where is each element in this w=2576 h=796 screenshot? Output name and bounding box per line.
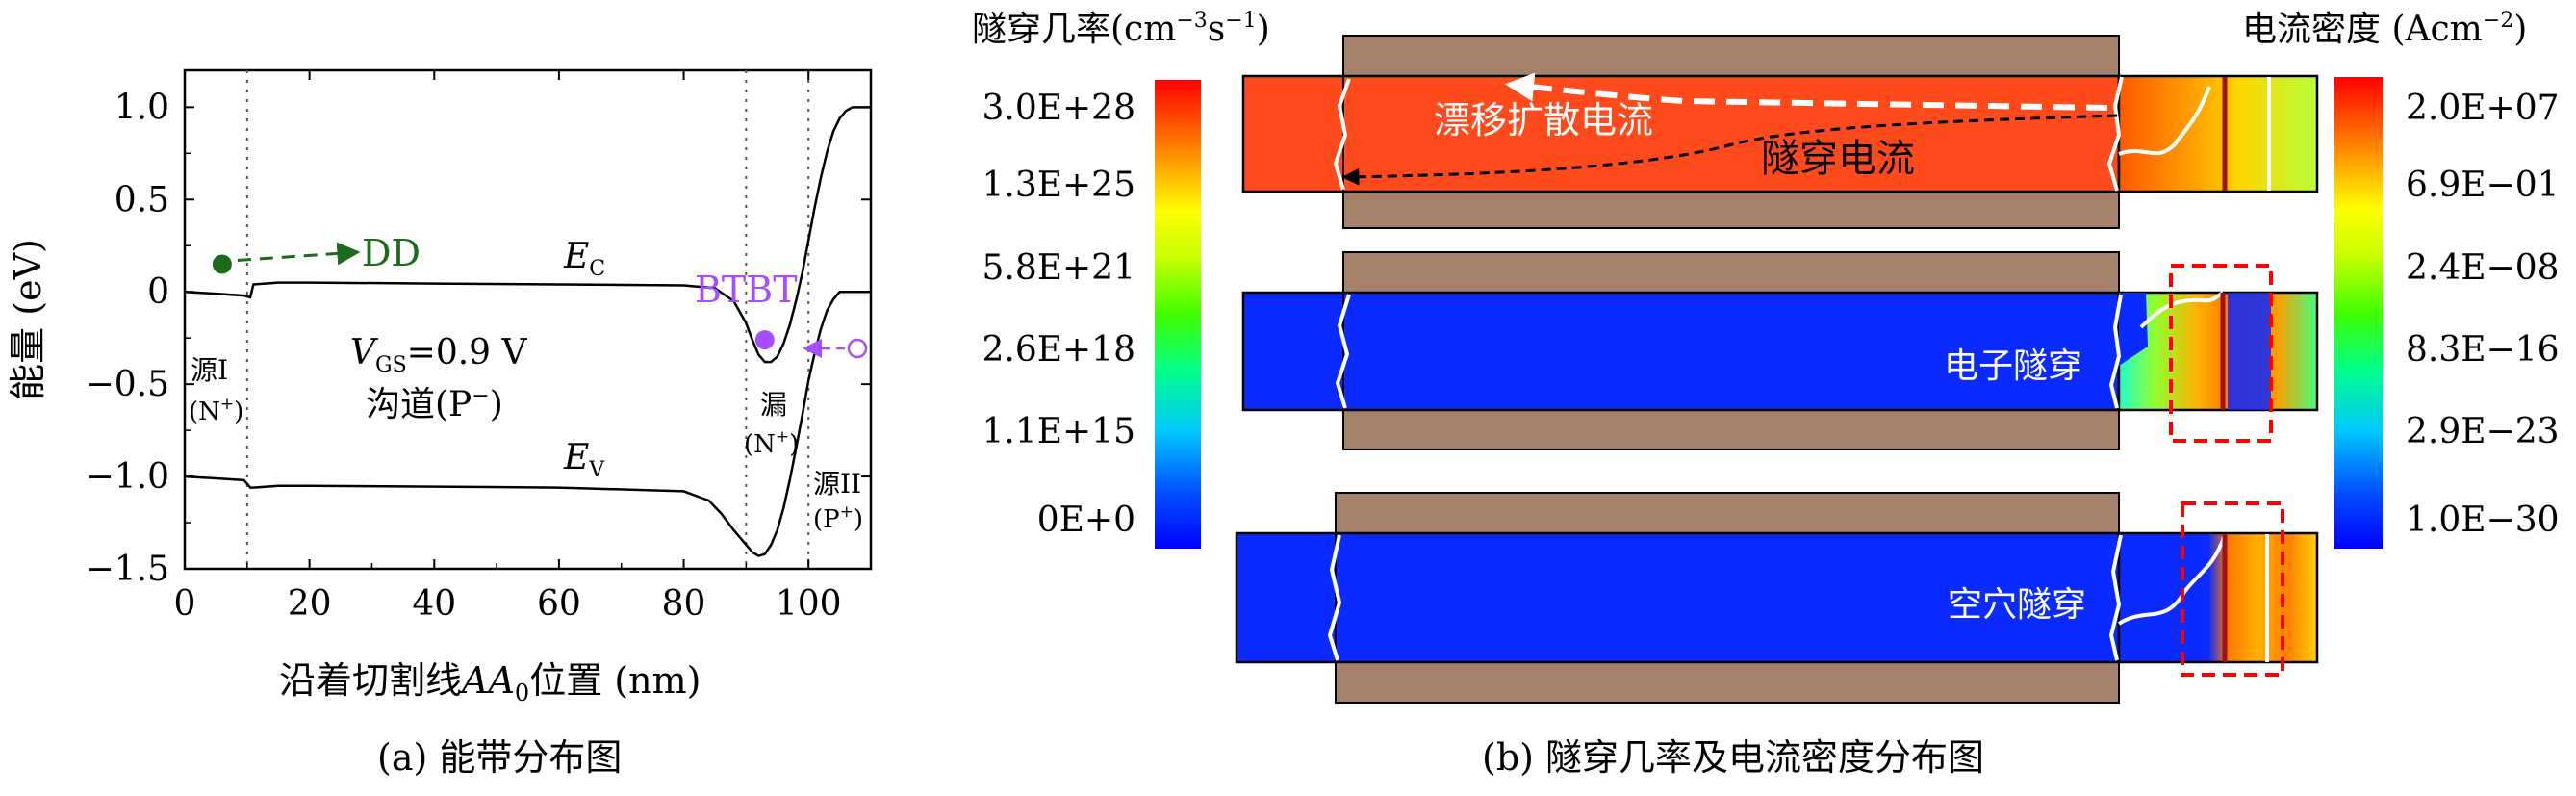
- ec-label: EC: [563, 237, 605, 281]
- bottom-gate: [1342, 189, 2120, 229]
- btbt-label: BTBT: [695, 269, 798, 311]
- device-electron-tunneling: 电子隧穿: [1241, 251, 2319, 450]
- tunnel-path: [2139, 291, 2225, 329]
- band-line-ec: [184, 106, 871, 364]
- dd-arrow: [237, 242, 361, 266]
- btbt-hole-circle: [847, 338, 868, 359]
- panel-a-caption: (a) 能带分布图: [377, 736, 622, 779]
- ev-label: EV: [563, 438, 605, 482]
- y-tick-label: −1.0: [86, 457, 169, 497]
- drain-type: (N+): [744, 427, 799, 459]
- y-tick-label: 0.5: [115, 180, 169, 219]
- left-colorbar: [1155, 80, 1201, 549]
- source2-type: (P+): [813, 502, 863, 534]
- right-tick-1: 6.9E−01: [2406, 166, 2560, 205]
- y-tick-label: 1.0: [115, 88, 169, 127]
- highlight-box: [2169, 264, 2273, 443]
- junction-line: [1335, 294, 1351, 409]
- dd-label: DD: [362, 232, 421, 274]
- band-line-ev: [184, 290, 871, 557]
- left-tick-2: 5.8E+21: [982, 248, 1135, 288]
- left-tick-3: 2.6E+18: [982, 330, 1135, 370]
- x-tick-label: 60: [537, 584, 581, 624]
- tunnel-current-arrow: [1341, 114, 2118, 186]
- left-colorbar-title: 隧穿几率(cm−3s−1): [972, 9, 1270, 49]
- drain-region: [2117, 291, 2319, 412]
- junction-line-right: [2108, 534, 2123, 661]
- left-tick-5: 0E+0: [1037, 501, 1135, 540]
- tunnel-label: 隧穿电流: [1761, 137, 1915, 181]
- right-colorbar-title: 电流密度 (Acm−2): [2242, 9, 2527, 49]
- source1-label: 源I: [191, 354, 228, 386]
- right-tick-5: 1.0E−30: [2406, 501, 2560, 540]
- axis-ticks: 0 20 40 60 80 100 1.0 0.5 0 −0.5 −1.0 −1.5: [86, 70, 872, 624]
- electron-tunnel-label: 电子隧穿: [1944, 347, 2082, 386]
- source2-label: 源II: [813, 468, 861, 500]
- drain-region: [2117, 74, 2319, 193]
- vgs-label: VGS=0.9 V: [350, 333, 528, 377]
- drift-label: 漂移扩散电流: [1434, 99, 1653, 141]
- x-tick-label: 0: [174, 584, 196, 624]
- y-tick-label: −0.5: [86, 365, 169, 404]
- channel-label: 沟道(P−): [366, 384, 503, 424]
- band-curves: [184, 106, 871, 557]
- drain-label: 漏: [760, 389, 787, 421]
- plot-frame: [183, 68, 873, 571]
- bottom-gate: [1335, 661, 2120, 704]
- y-tick-label: −1.5: [86, 550, 169, 589]
- right-colorbar: [2334, 77, 2383, 549]
- tunnel-path: [2118, 86, 2211, 156]
- x-tick-label: 100: [776, 584, 842, 624]
- drift-current-arrow: [1505, 72, 2108, 111]
- channel-region: [1235, 531, 2121, 664]
- y-axis-label: 能量 (eV): [7, 239, 49, 400]
- blue-notch: [2119, 293, 2148, 366]
- tunneling-panel: 隧穿几率(cm−3s−1) 3.0E+28 1.3E+25 5.8E+21 2.…: [972, 9, 2560, 779]
- bottom-gate: [1342, 408, 2120, 450]
- left-tick-1: 1.3E+25: [982, 166, 1135, 205]
- channel-region: [1241, 74, 2121, 193]
- highlight-box: [2181, 501, 2284, 677]
- right-tick-2: 2.4E−08: [2406, 248, 2560, 288]
- left-colorbar-ticks: 3.0E+28 1.3E+25 5.8E+21 2.6E+18 1.1E+15 …: [982, 89, 1135, 540]
- right-tick-3: 8.3E−16: [2406, 330, 2560, 370]
- btbt-point: [754, 330, 775, 350]
- dd-point: [212, 254, 232, 274]
- right-tick-4: 2.9E−23: [2406, 412, 2560, 451]
- y-tick-label: 0: [147, 272, 169, 312]
- right-tick-0: 2.0E+07: [2406, 89, 2560, 128]
- source1-type: (N+): [189, 395, 243, 426]
- junction-line-right: [2108, 294, 2123, 409]
- panel-b-caption: (b) 隧穿几率及电流密度分布图: [1482, 736, 1984, 779]
- x-tick-label: 80: [662, 584, 706, 624]
- device-hole-tunneling: 空穴隧穿: [1235, 492, 2319, 704]
- top-gate: [1342, 251, 2120, 294]
- hole-tunnel-label: 空穴隧穿: [1948, 585, 2086, 625]
- junction-line: [1327, 534, 1342, 661]
- left-tick-0: 3.0E+28: [982, 89, 1135, 128]
- device-drift-diffusion: 漂移扩散电流 隧穿电流: [1241, 35, 2319, 229]
- x-tick-label: 40: [412, 584, 456, 624]
- top-gate: [1342, 35, 2120, 77]
- blue-band: [2228, 293, 2271, 410]
- junction-line: [1333, 78, 1351, 191]
- x-axis-label: 沿着切割线AA0位置 (nm): [279, 659, 701, 706]
- right-colorbar-ticks: 2.0E+07 6.9E−01 2.4E−08 8.3E−16 2.9E−23 …: [2406, 89, 2560, 540]
- junction-line-right: [2106, 76, 2124, 192]
- left-tick-4: 1.1E+15: [982, 412, 1135, 451]
- x-tick-label: 20: [288, 584, 332, 624]
- region-divider-lines: [245, 70, 810, 569]
- top-gate: [1335, 492, 2120, 534]
